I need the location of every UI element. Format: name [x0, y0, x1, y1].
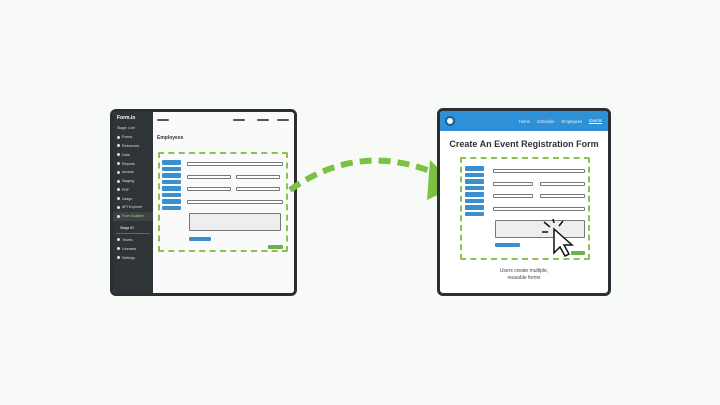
top-nav: Home Schedule Employees Events — [440, 111, 608, 131]
sidebar-item[interactable]: Settings — [113, 253, 153, 262]
event-app-screenshot: Home Schedule Employees Events Create An… — [437, 108, 611, 296]
page-title: Create An Event Registration Form — [449, 139, 599, 149]
builder-highlight — [460, 157, 590, 260]
sidebar-item[interactable]: Licenses — [113, 244, 153, 253]
sidebar-item[interactable]: Access — [113, 168, 153, 177]
sidebar-item[interactable]: Forms — [113, 133, 153, 142]
sidebar-item[interactable]: API Explorer — [113, 203, 153, 212]
component-palette[interactable] — [162, 160, 181, 210]
cursor-click-icon — [542, 219, 574, 257]
page-title: Employees — [157, 135, 184, 141]
logo-icon — [445, 116, 455, 126]
caption: Users create multiple,reusable forms — [499, 268, 549, 281]
sidebar: Form.io Stage: Live Forms Resources Data… — [113, 112, 153, 293]
nav-schedule[interactable]: Schedule — [537, 118, 555, 124]
main-area: Employees — [153, 112, 294, 293]
sidebar-item[interactable]: Resources — [113, 142, 153, 151]
nav-employees[interactable]: Employees — [561, 118, 583, 124]
sidebar-item[interactable]: PDF — [113, 185, 153, 194]
form-builder-screenshot: Form.io Stage: Live Forms Resources Data… — [110, 109, 297, 296]
stage-id-label: Stage ID — [116, 223, 150, 234]
sidebar-item[interactable]: Usage — [113, 194, 153, 203]
nav-events[interactable]: Events — [589, 118, 602, 124]
stage-select[interactable]: Stage: Live — [117, 126, 135, 131]
logo: Form.io — [117, 115, 136, 121]
component-palette[interactable] — [465, 166, 484, 216]
builder-highlight — [158, 152, 288, 252]
sidebar-item[interactable]: Teams — [113, 236, 153, 245]
sidebar-item[interactable]: Reports — [113, 159, 153, 168]
sidebar-item-active[interactable]: Form Builders — [113, 211, 153, 221]
sidebar-item[interactable]: Staging — [113, 177, 153, 186]
sidebar-item[interactable]: Data — [113, 150, 153, 159]
nav-home[interactable]: Home — [518, 118, 530, 124]
